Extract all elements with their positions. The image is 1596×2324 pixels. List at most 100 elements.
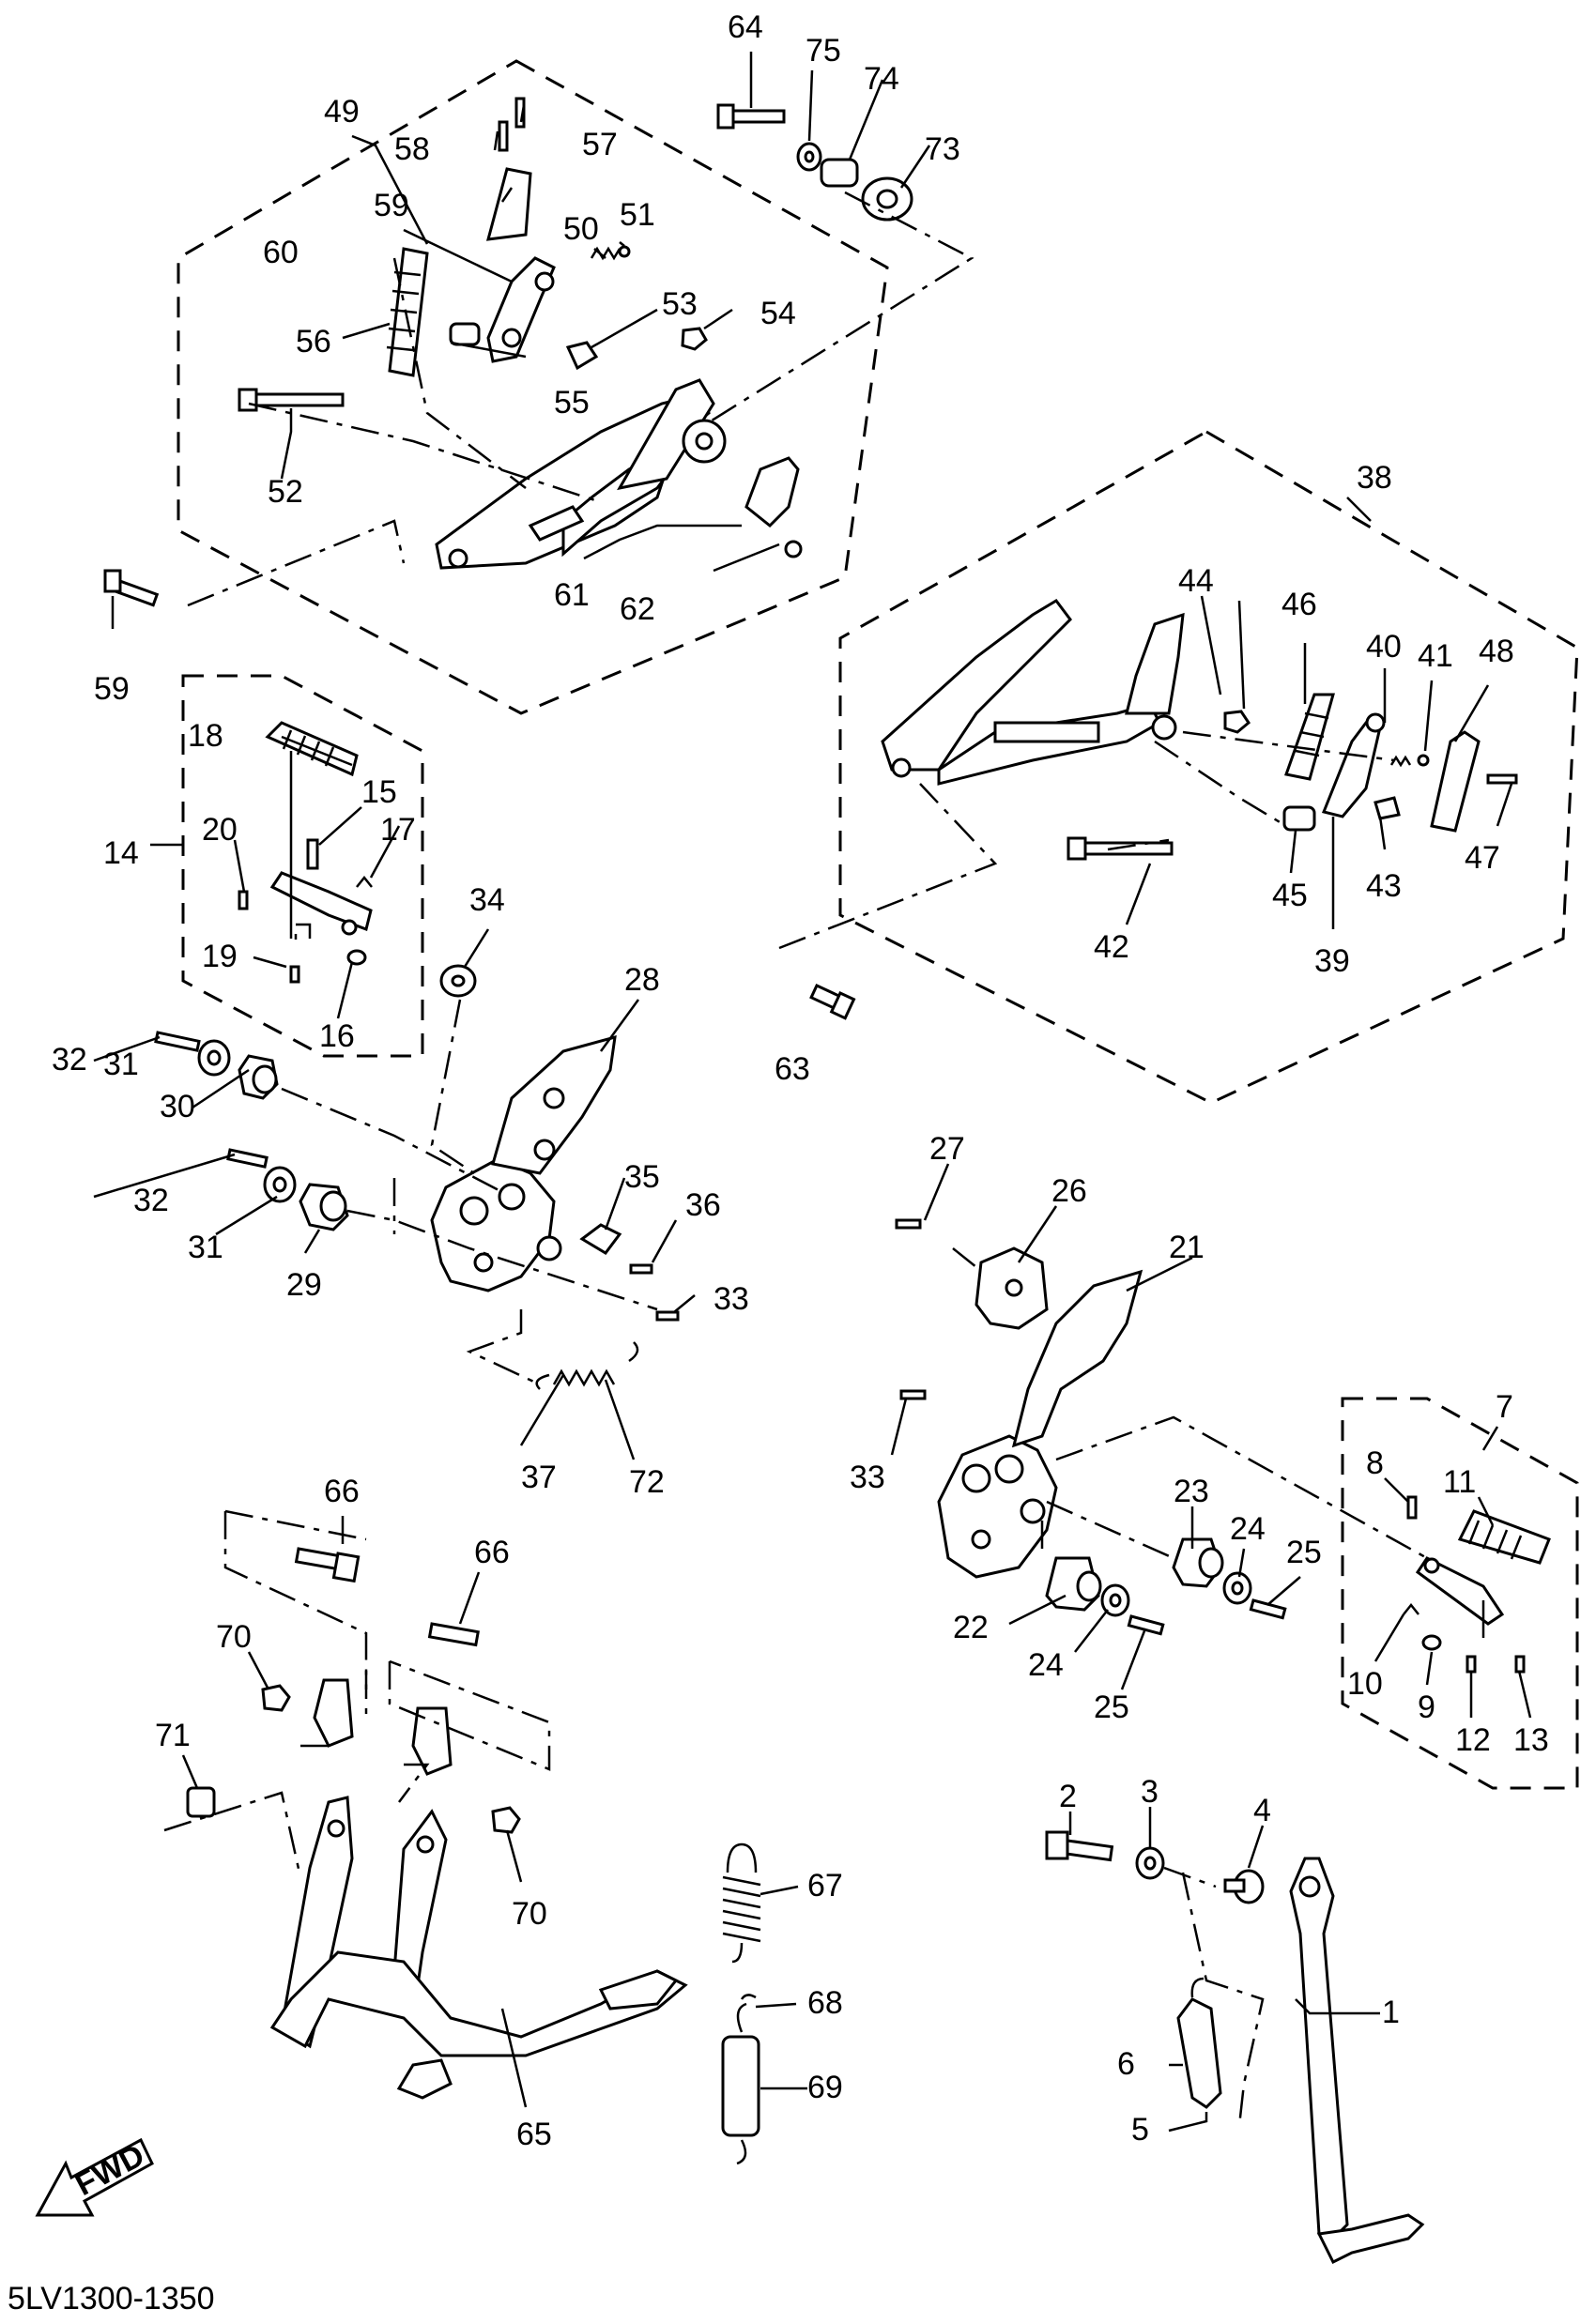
callout-31-bottom: 31 [188, 1230, 223, 1265]
bolt-25-bottom [1127, 1614, 1165, 1636]
plate-48 [1430, 730, 1481, 833]
footrest-rubber-46 [1284, 693, 1335, 781]
spring-6 [1176, 1977, 1222, 2109]
callout-17: 17 [380, 812, 416, 848]
bolt-66-bottom [427, 1622, 480, 1647]
callout-39: 39 [1314, 943, 1350, 979]
callout-38: 38 [1357, 460, 1392, 496]
washer-75 [796, 142, 822, 172]
bracket-35 [579, 1223, 622, 1255]
washer-16 [346, 949, 367, 966]
callout-25-bottom: 25 [1094, 1689, 1129, 1725]
callout-37: 37 [521, 1460, 557, 1495]
callout-27: 27 [929, 1131, 965, 1167]
callout-6: 6 [1117, 2046, 1135, 2082]
diagram-code: 5LV1300-1350 [8, 2281, 215, 2316]
bolt-52 [238, 388, 345, 412]
callout-71: 71 [155, 1718, 191, 1753]
footrest-rubber-56 [386, 247, 429, 377]
fwd-label: FWD [69, 2137, 150, 2203]
callout-16: 16 [319, 1018, 355, 1054]
group-38-boundary [838, 430, 1579, 1105]
damper-23 [1172, 1537, 1224, 1588]
washer-34 [439, 964, 477, 998]
callout-66-bottom: 66 [474, 1535, 510, 1570]
bolt-62 [784, 540, 803, 558]
washer-31-top [197, 1039, 231, 1077]
callout-24-bottom: 24 [1028, 1647, 1064, 1683]
callout-29: 29 [286, 1267, 322, 1303]
washer-31-bottom [263, 1166, 297, 1203]
group-14-boundary [181, 674, 424, 1058]
screw-33-left [655, 1310, 680, 1322]
plate-59 [485, 167, 532, 241]
main-stand-65 [269, 1796, 688, 2100]
callout-28: 28 [624, 962, 660, 998]
callout-70-bottom: 70 [512, 1896, 547, 1932]
callout-49: 49 [324, 94, 360, 130]
collar-4 [1223, 1869, 1265, 1904]
callout-63: 63 [775, 1051, 810, 1087]
callout-21: 21 [1169, 1230, 1205, 1265]
callout-32-top: 32 [52, 1042, 87, 1078]
washer-24-top [1222, 1571, 1252, 1605]
callout-43: 43 [1366, 868, 1402, 904]
group-7-boundary [1341, 1397, 1579, 1790]
spring-69 [721, 2002, 760, 2165]
callout-30: 30 [160, 1089, 195, 1124]
nut-54 [681, 327, 708, 351]
callout-31-top: 31 [103, 1047, 139, 1082]
fwd-arrow-icon: FWD [35, 2137, 154, 2217]
callout-73: 73 [925, 131, 960, 167]
callout-34: 34 [469, 882, 505, 918]
rear-footrest-bracket-left [435, 378, 727, 570]
screw-13 [1514, 1655, 1526, 1674]
plate-43 [1373, 796, 1401, 820]
screws-57-58 [498, 97, 526, 152]
callout-32-bottom: 32 [133, 1183, 169, 1218]
callout-47: 47 [1465, 840, 1500, 876]
callout-35: 35 [624, 1159, 660, 1195]
screw-47 [1486, 773, 1518, 785]
callout-59-bottom: 59 [94, 671, 130, 707]
callout-61: 61 [554, 577, 590, 613]
damper-30 [238, 1054, 279, 1100]
bolt-12 [1466, 1655, 1477, 1674]
pin-8 [1406, 1495, 1418, 1520]
callout-72: 72 [629, 1464, 665, 1500]
callout-33-left: 33 [714, 1281, 749, 1317]
callout-12: 12 [1455, 1722, 1491, 1758]
callout-56: 56 [296, 324, 331, 359]
callout-67: 67 [807, 1868, 843, 1904]
bolt-66-top [294, 1547, 361, 1583]
screw-33-right [899, 1389, 927, 1400]
spring-10 [1403, 1602, 1420, 1615]
callout-48: 48 [1479, 634, 1514, 669]
ball-51 [618, 245, 631, 258]
callout-46: 46 [1281, 587, 1317, 622]
callout-62: 62 [620, 591, 655, 627]
screw-20 [238, 890, 249, 910]
collar-74 [820, 158, 859, 188]
callout-19: 19 [202, 939, 238, 974]
callout-11: 11 [1443, 1464, 1476, 1500]
callout-4: 4 [1253, 1793, 1271, 1828]
bolt-25-top [1249, 1598, 1287, 1620]
callout-13: 13 [1513, 1722, 1549, 1758]
callout-44: 44 [1178, 563, 1214, 599]
callout-10: 10 [1347, 1666, 1383, 1702]
callout-18: 18 [188, 718, 223, 754]
callout-41: 41 [1418, 638, 1453, 674]
footrest-14 [269, 871, 373, 936]
callout-68: 68 [807, 1985, 843, 2021]
bushing-73 [861, 176, 913, 222]
callout-1: 1 [1382, 1995, 1400, 2030]
callout-64: 64 [728, 9, 763, 45]
callout-7: 7 [1496, 1389, 1513, 1425]
callout-55: 55 [554, 385, 590, 420]
washer-24-bottom [1100, 1583, 1130, 1617]
callout-50: 50 [563, 211, 599, 247]
callout-57: 57 [582, 127, 618, 162]
callout-25-top: 25 [1286, 1535, 1322, 1570]
